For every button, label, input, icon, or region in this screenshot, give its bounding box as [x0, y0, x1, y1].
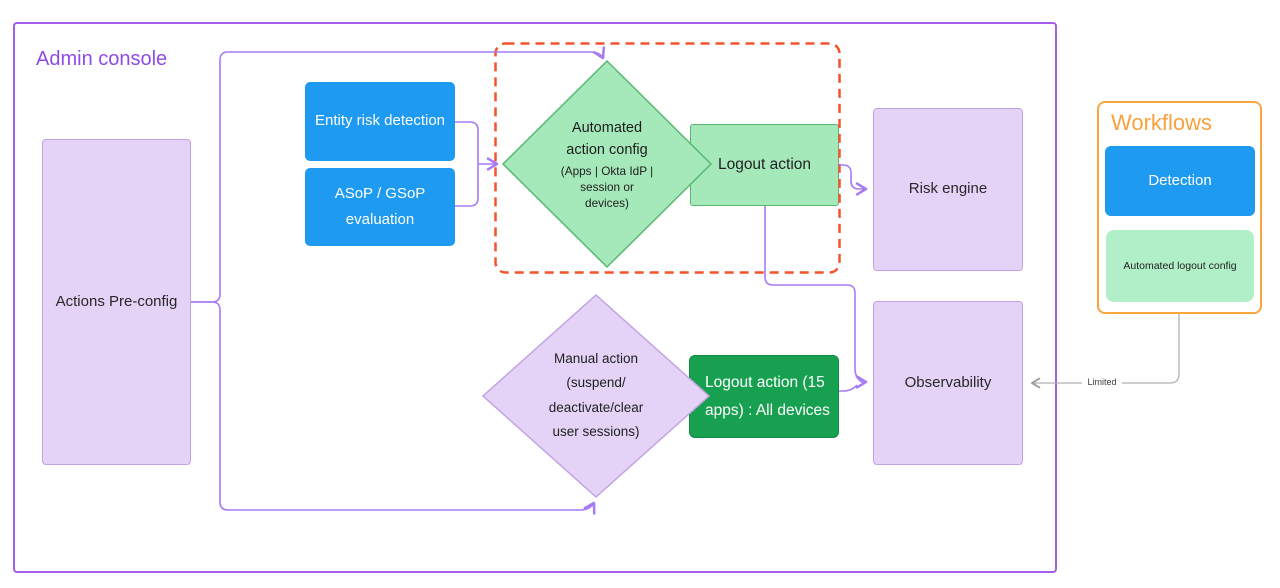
edge-workflows-limited-right: [1120, 314, 1180, 384]
node-detection: Detection: [1105, 146, 1255, 216]
admin-console-title: Admin console: [36, 48, 168, 70]
node-risk-engine-label: Risk engine: [908, 180, 988, 198]
node-detection-label: Detection: [1148, 171, 1212, 189]
workflows-title: Workflows: [1111, 110, 1213, 135]
node-logout-action: Logout action: [690, 124, 839, 206]
node-observability-label: Observability: [904, 373, 992, 391]
node-automated-logout-config-label: Automated logout config: [1123, 259, 1237, 272]
diamond-manual-label: Manual action (suspend/ deactivate/clear…: [548, 351, 644, 439]
node-risk-engine: Risk engine: [873, 108, 1023, 271]
node-actions-preconfig: Actions Pre-config: [42, 139, 191, 465]
diamond-automated-subtitle: (Apps | Okta IdP | session or devices): [560, 163, 654, 211]
node-logout-action-label: Logout action: [717, 156, 812, 174]
node-logout-15-apps-label: Logout action (15 apps) : All devices: [705, 373, 830, 419]
node-observability: Observability: [873, 301, 1023, 465]
edge-limited-label: Limited: [1082, 377, 1122, 387]
node-asop-gsop-label: ASoP / GSoP evaluation: [334, 184, 426, 228]
node-automated-logout-config: Automated logout config: [1106, 230, 1254, 302]
node-actions-preconfig-label: Actions Pre-config: [55, 292, 178, 310]
node-entity-risk-label: Entity risk detection: [314, 112, 446, 130]
node-logout-15-apps: Logout action (15 apps) : All devices: [689, 355, 839, 438]
node-entity-risk-detection: Entity risk detection: [305, 82, 455, 161]
node-asop-gsop-evaluation: ASoP / GSoP evaluation: [305, 168, 455, 246]
diamond-automated-title: Automated action config: [566, 120, 648, 159]
diamond-automated-label: Automated action config (Apps | Okta IdP…: [517, 117, 697, 212]
